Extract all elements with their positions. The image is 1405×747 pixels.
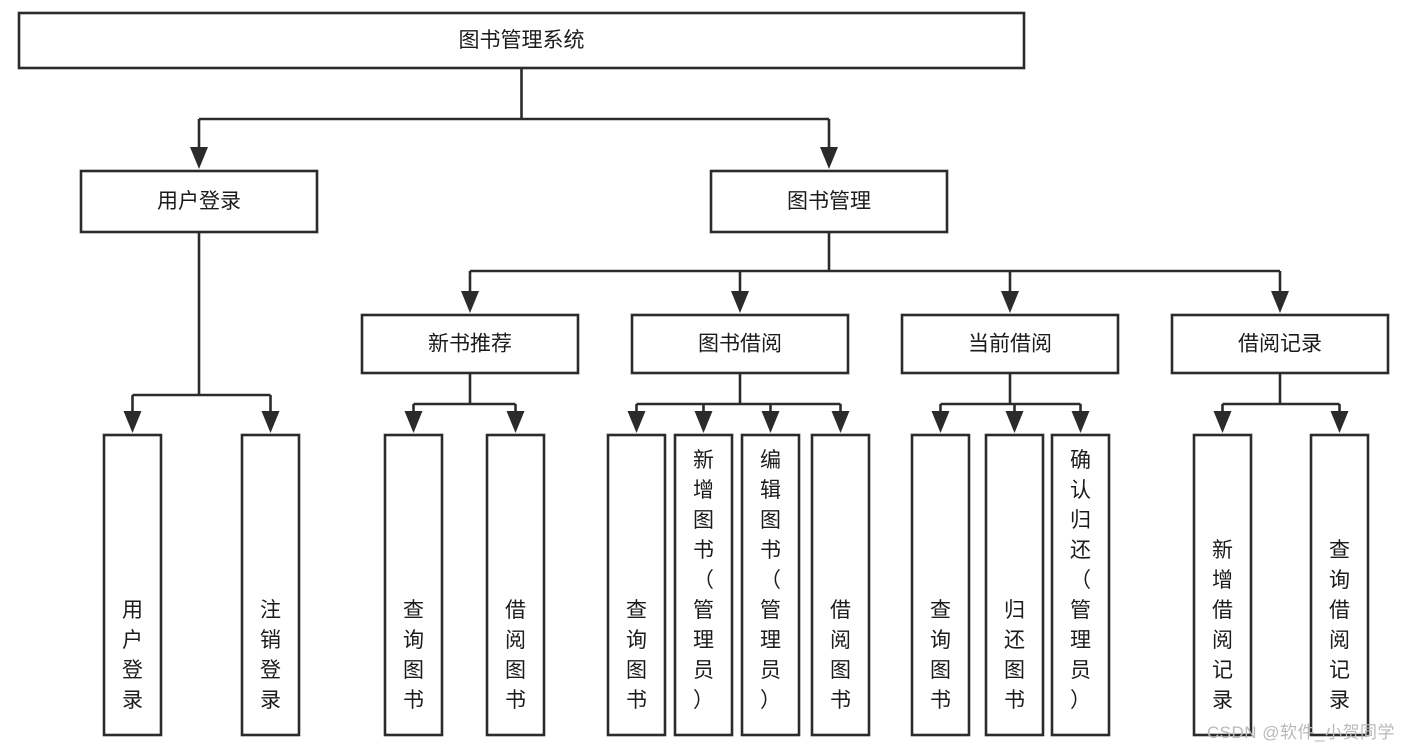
node-label-new-book-recommend: 新书推荐	[428, 333, 512, 356]
node-box-leaf-query-borrow-record	[1309, 433, 1370, 737]
node-leaf-return-book[interactable]: 归还图书	[984, 433, 1045, 737]
node-label-leaf-edit-book-admin: 编辑图书（管理员）	[760, 449, 781, 712]
node-box-leaf-query-book-rec	[383, 433, 444, 737]
arrow-head	[627, 411, 646, 433]
node-box-leaf-borrow-book	[810, 433, 871, 737]
node-label-book-borrow: 图书借阅	[698, 333, 782, 356]
node-label-leaf-query-book-current: 查询图书	[930, 599, 951, 712]
arrow-head	[1005, 411, 1024, 433]
node-root[interactable]: 图书管理系统	[17, 11, 1026, 70]
node-label-leaf-user-login: 用户登录	[122, 599, 143, 712]
node-box-borrow-record	[1170, 313, 1390, 375]
node-box-leaf-user-login	[102, 433, 163, 737]
arrow-head	[1071, 411, 1090, 433]
node-user-login[interactable]: 用户登录	[79, 169, 319, 234]
arrow-head	[831, 411, 850, 433]
node-box-book-borrow	[630, 313, 850, 375]
node-label-current-borrow: 当前借阅	[968, 333, 1052, 356]
node-label-leaf-query-borrow-record: 查询借阅记录	[1329, 539, 1350, 712]
node-label-leaf-user-logout: 注销登录	[260, 599, 281, 712]
arrow-head	[1001, 291, 1019, 313]
arrow-head	[190, 147, 208, 169]
node-current-borrow[interactable]: 当前借阅	[900, 313, 1120, 375]
node-leaf-query-book-borrow[interactable]: 查询图书	[606, 433, 667, 737]
csdn-watermark: CSDN @软件_小贺同学	[1206, 723, 1395, 742]
node-box-leaf-confirm-return-admin	[1050, 433, 1111, 737]
node-borrow-record[interactable]: 借阅记录	[1170, 313, 1390, 375]
arrow-head	[820, 147, 838, 169]
node-box-leaf-user-logout	[240, 433, 301, 737]
node-leaf-user-login[interactable]: 用户登录	[102, 433, 163, 737]
node-box-leaf-add-borrow-record	[1192, 433, 1253, 737]
node-label-leaf-borrow-book-rec: 借阅图书	[505, 599, 526, 712]
node-label-leaf-add-book-admin: 新增图书（管理员）	[693, 449, 714, 712]
node-leaf-query-book-rec[interactable]: 查询图书	[383, 433, 444, 737]
node-leaf-add-borrow-record[interactable]: 新增借阅记录	[1192, 433, 1253, 737]
node-leaf-user-logout[interactable]: 注销登录	[240, 433, 301, 737]
node-label-borrow-record: 借阅记录	[1238, 333, 1322, 356]
node-label-user-login: 用户登录	[157, 190, 241, 213]
node-box-current-borrow	[900, 313, 1120, 375]
node-leaf-borrow-book[interactable]: 借阅图书	[810, 433, 871, 737]
arrow-head	[261, 411, 280, 433]
arrow-head	[1213, 411, 1232, 433]
node-box-leaf-borrow-book-rec	[485, 433, 546, 737]
node-box-leaf-edit-book-admin	[740, 433, 801, 737]
node-box-user-login	[79, 169, 319, 234]
node-box-leaf-add-book-admin	[673, 433, 734, 737]
arrow-head	[761, 411, 780, 433]
node-label-root: 图书管理系统	[459, 29, 585, 52]
arrow-head	[123, 411, 142, 433]
arrow-head	[461, 291, 479, 313]
node-box-leaf-query-book-current	[910, 433, 971, 737]
node-label-leaf-return-book: 归还图书	[1004, 599, 1025, 712]
node-label-leaf-query-book-borrow: 查询图书	[626, 599, 647, 712]
node-box-new-book-recommend	[360, 313, 580, 375]
node-new-book-recommend[interactable]: 新书推荐	[360, 313, 580, 375]
arrow-head	[404, 411, 423, 433]
node-leaf-edit-book-admin[interactable]: 编辑图书（管理员）	[740, 433, 801, 737]
node-label-leaf-confirm-return-admin: 确认归还（管理员）	[1070, 449, 1091, 712]
node-leaf-query-book-current[interactable]: 查询图书	[910, 433, 971, 737]
arrow-head	[506, 411, 525, 433]
nodes-layer: 图书管理系统用户登录图书管理新书推荐图书借阅当前借阅借阅记录用户登录注销登录查询…	[17, 11, 1390, 737]
connectors-layer	[123, 68, 1349, 433]
node-label-leaf-borrow-book: 借阅图书	[830, 599, 851, 712]
node-leaf-borrow-book-rec[interactable]: 借阅图书	[485, 433, 546, 737]
node-book-borrow[interactable]: 图书借阅	[630, 313, 850, 375]
arrow-head	[1271, 291, 1289, 313]
arrow-head	[931, 411, 950, 433]
node-book-manage[interactable]: 图书管理	[709, 169, 949, 234]
node-box-root	[17, 11, 1026, 70]
node-box-leaf-query-book-borrow	[606, 433, 667, 737]
node-box-leaf-return-book	[984, 433, 1045, 737]
node-leaf-add-book-admin[interactable]: 新增图书（管理员）	[673, 433, 734, 737]
node-label-leaf-query-book-rec: 查询图书	[403, 599, 424, 712]
arrow-head	[694, 411, 713, 433]
node-label-book-manage: 图书管理	[787, 190, 871, 213]
node-leaf-query-borrow-record[interactable]: 查询借阅记录	[1309, 433, 1370, 737]
node-label-leaf-add-borrow-record: 新增借阅记录	[1212, 539, 1233, 712]
node-leaf-confirm-return-admin[interactable]: 确认归还（管理员）	[1050, 433, 1111, 737]
arrow-head	[1330, 411, 1349, 433]
arrow-head	[731, 291, 749, 313]
node-box-book-manage	[709, 169, 949, 234]
